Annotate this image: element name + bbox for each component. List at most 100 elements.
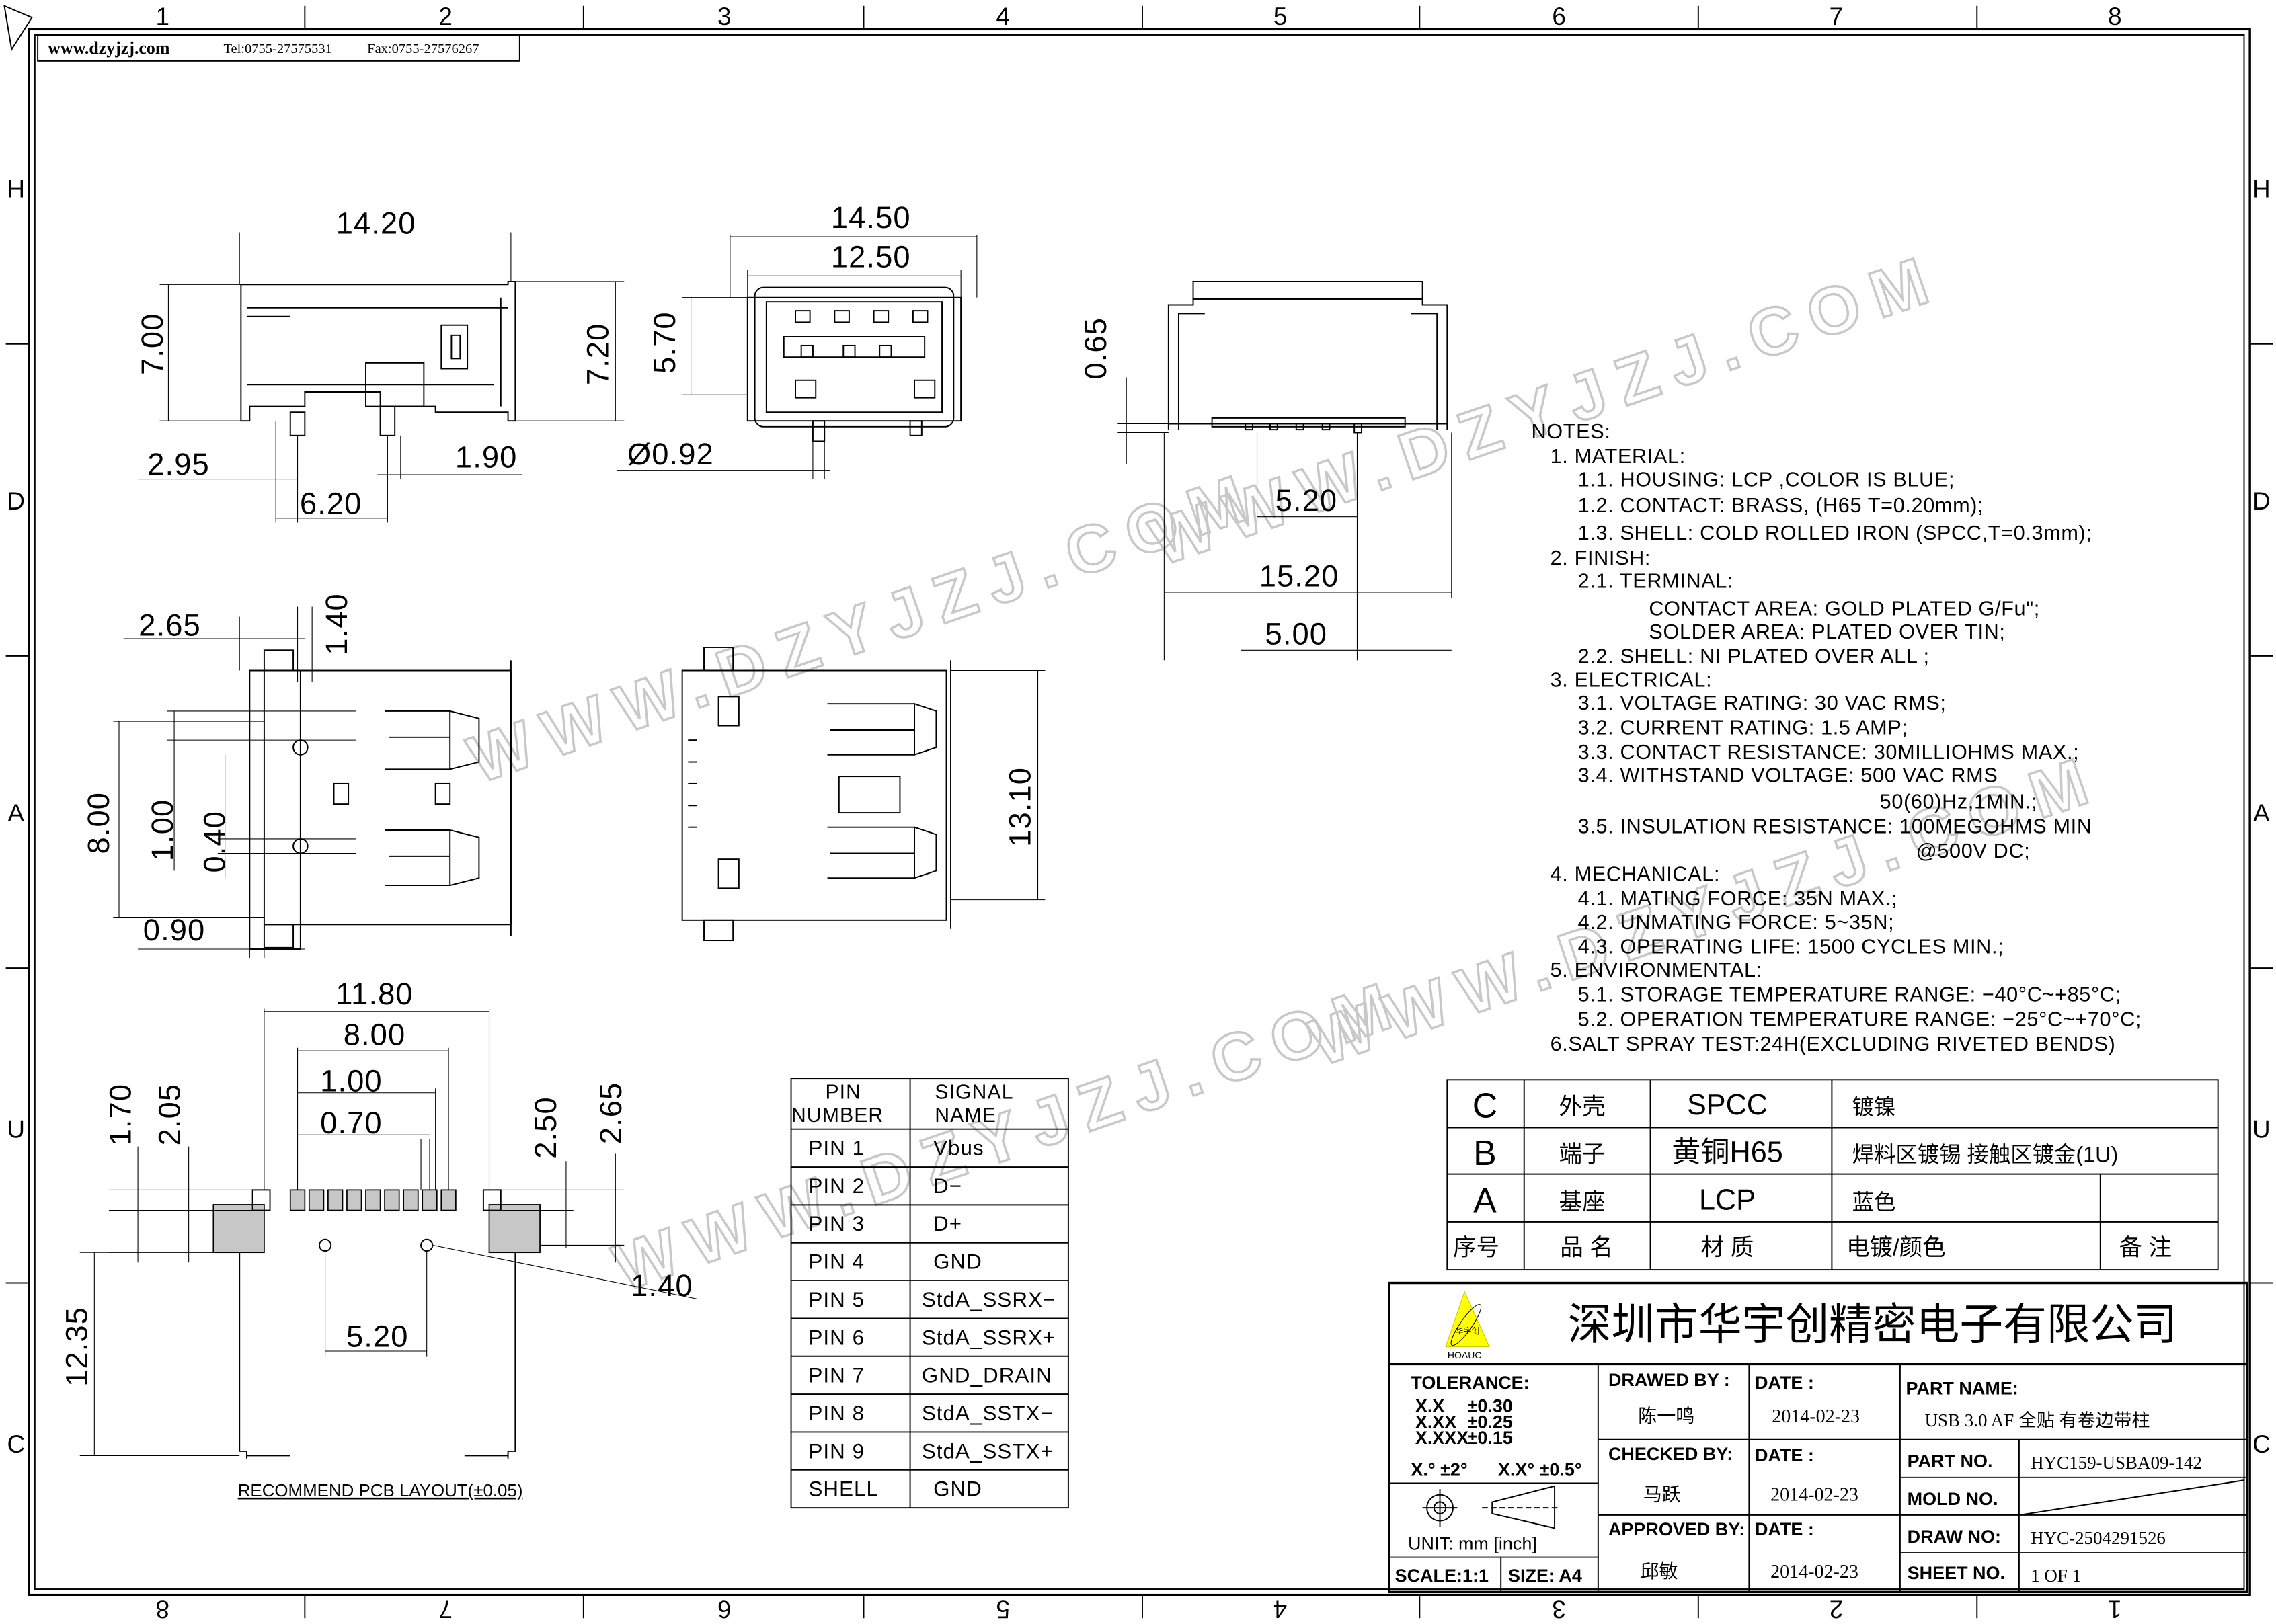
tol-value: ±0.15 [1468, 1428, 1513, 1448]
signal-name: StdA_SSRX+ [922, 1326, 1056, 1349]
note-line: 3.5. INSULATION RESISTANCE: 100MEGOHMS M… [1578, 815, 2092, 838]
note-line: 1.1. HOUSING: LCP ,COLOR IS BLUE; [1578, 468, 1955, 491]
top-view: 13.10 [681, 647, 1046, 942]
pin-number: PIN 5 [808, 1288, 865, 1311]
material-type: 黄铜H65 [1672, 1137, 1782, 1169]
signal-name: GND [933, 1250, 982, 1274]
ruler-bottom: 3 [1552, 1595, 1565, 1623]
dim-h2: 2.05 [153, 1084, 187, 1146]
end-view: 0.65 5.20 15.20 5.00 [1078, 280, 1452, 661]
signal-name: StdA_SSRX− [922, 1288, 1056, 1311]
dim-peg-offset: 2.95 [147, 447, 210, 481]
note-line: 3.1. VOLTAGE RATING: 30 VAC RMS; [1578, 692, 1947, 715]
dim-pin-dia: Ø0.92 [627, 437, 714, 471]
ruler-bottom: 5 [996, 1595, 1010, 1623]
pin-number: SHELL [808, 1477, 879, 1501]
ruler-side-d: D [7, 487, 25, 515]
part-no-label: PART NO. [1908, 1451, 1993, 1471]
ruler-side-c: C [7, 1430, 25, 1458]
contact-header: www.dzyjzj.com Tel:0755-27575531 Fax:075… [37, 34, 520, 62]
dim-height-left: 7.00 [135, 313, 169, 376]
approved-date: 2014-02-23 [1770, 1561, 1858, 1582]
ruler-bottom: 4 [1273, 1595, 1287, 1623]
pin-number-header: PIN [825, 1081, 861, 1103]
note-line: 1.3. SHELL: COLD ROLLED IRON (SPCC,T=0.3… [1578, 522, 2092, 544]
sheet-frame: 1 2 3 4 5 6 7 8 8 7 6 5 4 3 2 1 H D A U … [3, 3, 2273, 1623]
draw-no-label: DRAW NO: [1908, 1527, 2001, 1547]
note-line: @500V DC; [1916, 840, 2031, 862]
checked-by-label: CHECKED BY: [1608, 1444, 1733, 1464]
dim-h3: 2.50 [528, 1096, 563, 1159]
ruler-bottom: 7 [439, 1595, 453, 1623]
ruler-side-a: A [8, 799, 25, 827]
orientation-triangle-icon [3, 5, 33, 52]
ruler-top-1: 1 [156, 3, 169, 30]
sheet-no-label: SHEET NO. [1908, 1563, 2005, 1583]
dim-depth: 12.35 [60, 1307, 94, 1387]
material-type: SPCC [1687, 1089, 1768, 1121]
logo-triangle-icon [1445, 1291, 1490, 1348]
dim-h1: 1.70 [103, 1084, 137, 1146]
dim-edge: 0.90 [143, 913, 206, 947]
approved-by-label: APPROVED BY: [1608, 1519, 1745, 1539]
note-line: 3.2. CURRENT RATING: 1.5 AMP; [1578, 717, 1908, 739]
signal-name: Vbus [933, 1137, 984, 1160]
angle-tol: X.X° ±0.5° [1498, 1460, 1582, 1480]
angle-tol: X.° ±2° [1411, 1460, 1467, 1480]
checked-date: 2014-02-23 [1770, 1484, 1858, 1505]
signal-name: GND_DRAIN [922, 1364, 1052, 1387]
part-name-label: PART NAME: [1906, 1379, 2018, 1399]
ruler-side-u: U [7, 1116, 25, 1143]
note-line: 6.SALT SPRAY TEST:24H(EXCLUDING RIVETED … [1551, 1032, 2116, 1055]
dim-w1: 11.80 [336, 977, 413, 1011]
tol-key: X.XX [1415, 1412, 1456, 1432]
logo-brand: HOAUC [1448, 1350, 1482, 1361]
scale-label: SCALE:1:1 [1395, 1566, 1489, 1586]
dim-h4: 2.65 [594, 1082, 628, 1145]
checked-by-name: 马跃 [1643, 1484, 1681, 1504]
note-line: 4.1. MATING FORCE: 35N MAX.; [1578, 887, 1898, 910]
date-label: DATE : [1755, 1445, 1814, 1465]
material-part-name: 基座 [1559, 1189, 1606, 1215]
dim-thickness: 0.65 [1078, 317, 1113, 380]
note-line: 50(60)Hz,1MIN.; [1880, 790, 2037, 813]
drawed-by-name: 陈一鸣 [1638, 1406, 1694, 1426]
material-header-index: 序号 [1453, 1235, 1499, 1261]
website-link[interactable]: www.dzyjzj.com [48, 38, 170, 58]
material-finish: 镀镍 [1852, 1095, 1896, 1119]
note-line: 5.1. STORAGE TEMPERATURE RANGE: −40°C~+8… [1578, 983, 2121, 1006]
pcb-layout-view: 11.80 8.00 1.00 0.70 1.70 2.05 2.50 2.65… [60, 977, 697, 1500]
note-line: 3.3. CONTACT RESISTANCE: 30MILLIOHMS MAX… [1578, 741, 2080, 764]
ruler-bottom: 2 [1830, 1595, 1843, 1623]
dim-pitch: 1.00 [145, 799, 180, 862]
dim-d2: 1.40 [319, 593, 354, 655]
dim-outer-width: 14.50 [831, 200, 911, 235]
part-no: HYC159-USBA09-142 [2031, 1453, 2202, 1473]
tolerance-label: TOLERANCE: [1411, 1373, 1529, 1393]
date-label: DATE : [1755, 1373, 1814, 1393]
size-label: SIZE: A4 [1508, 1566, 1582, 1586]
material-row-index: B [1473, 1133, 1497, 1172]
material-part-name: 外壳 [1559, 1094, 1606, 1120]
pin-number: PIN 1 [808, 1137, 865, 1160]
material-row-index: A [1473, 1181, 1497, 1220]
dim-height-right: 7.20 [581, 323, 615, 386]
pin-number: PIN 3 [808, 1212, 865, 1235]
fax-text: Fax:0755-27576267 [367, 42, 479, 56]
material-finish: 焊料区镀锡 接触区镀金(1U) [1852, 1143, 2119, 1167]
signal-name: StdA_SSTX+ [922, 1439, 1054, 1463]
pin-number-header: NUMBER [791, 1104, 884, 1127]
material-header-name: 品 名 [1560, 1235, 1613, 1261]
note-line: 5. ENVIRONMENTAL: [1551, 959, 1762, 981]
side-view: 14.20 7.00 7.20 2.95 6.20 1.90 [135, 206, 625, 523]
pin-number: PIN 8 [808, 1402, 865, 1425]
dim-w2: 8.00 [344, 1017, 406, 1051]
note-line: 4.3. OPERATING LIFE: 1500 CYCLES MIN.; [1578, 935, 2004, 958]
dim-width: 8.00 [81, 792, 116, 854]
drawed-date: 2014-02-23 [1772, 1406, 1860, 1427]
dim-pad: 0.70 [320, 1106, 383, 1140]
note-line: 4. MECHANICAL: [1551, 863, 1721, 886]
material-row-index: C [1473, 1086, 1497, 1125]
material-part-name: 端子 [1559, 1142, 1606, 1168]
dim-d1: 5.20 [1276, 483, 1338, 518]
